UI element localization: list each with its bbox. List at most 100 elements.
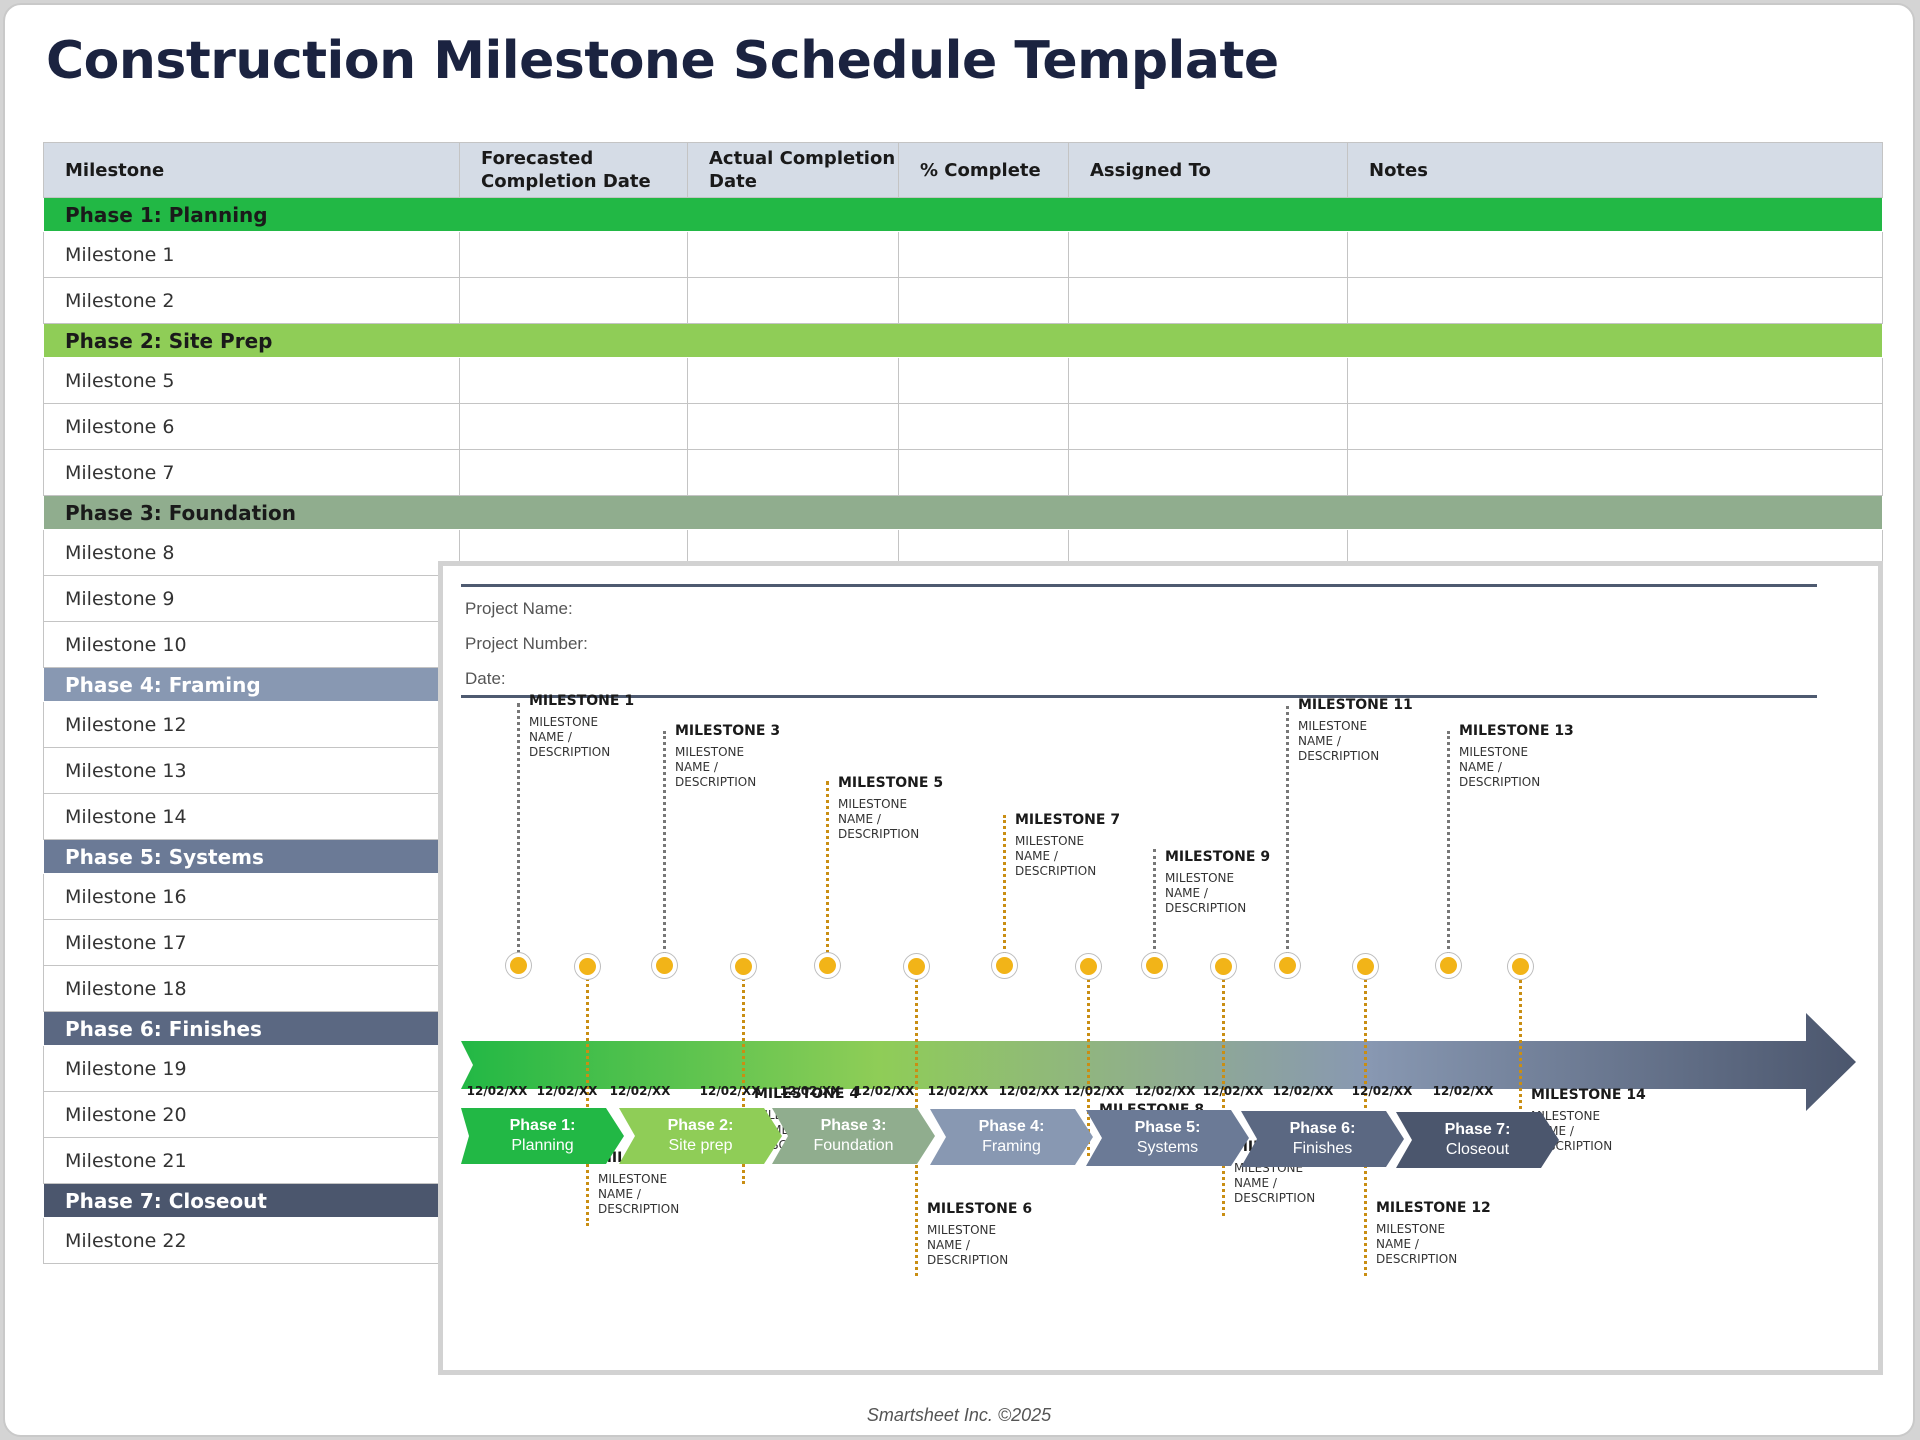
notes-cell[interactable] [1347, 449, 1883, 496]
phase-chevron-number: Phase 6: [1289, 1120, 1356, 1137]
milestone-date: 12/02/XX [1351, 1084, 1413, 1098]
actual-date-cell[interactable] [687, 277, 899, 324]
milestone-cell: Milestone 6 [43, 403, 460, 450]
percent-complete-cell[interactable] [898, 403, 1069, 450]
forecasted-date-cell[interactable] [459, 449, 688, 496]
phase-chevron-name: Foundation [813, 1137, 894, 1154]
milestone-marker [652, 953, 677, 978]
phase-chevron-name: Site prep [668, 1137, 733, 1154]
milestone-description: MILESTONE NAME / DESCRIPTION [529, 715, 611, 759]
actual-date-cell[interactable] [687, 403, 899, 450]
phase-row: Phase 1: Planning [43, 197, 1883, 232]
forecasted-date-cell[interactable] [459, 403, 688, 450]
milestone-connector [517, 703, 520, 973]
phase-chevron: Phase 4:Framing [930, 1109, 1093, 1165]
assigned-to-cell[interactable] [1068, 231, 1348, 278]
percent-complete-cell[interactable] [898, 449, 1069, 496]
milestone-cell: Milestone 19 [43, 1045, 460, 1092]
percent-complete-cell[interactable] [898, 357, 1069, 404]
milestone-cell: Milestone 18 [43, 965, 460, 1012]
phase-chevron-label: Phase 4:Framing [930, 1117, 1093, 1157]
milestone-cell: Milestone 17 [43, 919, 460, 966]
milestone-description: MILESTONE NAME / DESCRIPTION [675, 745, 757, 789]
forecasted-date-cell[interactable] [459, 357, 688, 404]
milestone-connector [1286, 706, 1289, 973]
milestone-timeline-panel: Project Name: Project Number: Date: MILE… [438, 561, 1883, 1375]
actual-date-cell[interactable] [687, 357, 899, 404]
milestone-connector [1153, 849, 1156, 973]
column-header-milestone: Milestone [43, 142, 460, 198]
milestone-cell: Milestone 22 [43, 1217, 460, 1264]
phase-chevron-number: Phase 3: [820, 1117, 887, 1134]
milestone-title: MILESTONE 6 [927, 1201, 1033, 1217]
milestone-date: 12/02/XX [1272, 1084, 1334, 1098]
milestone-date: 12/02/XX [1134, 1084, 1196, 1098]
milestone-connector [663, 731, 666, 973]
phase-label: Phase 3: Foundation [43, 495, 1883, 530]
footer-credit: Smartsheet Inc. ©2025 [866, 1405, 1052, 1425]
milestone-title: MILESTONE 12 [1376, 1200, 1491, 1216]
notes-cell[interactable] [1347, 231, 1883, 278]
forecasted-date-cell[interactable] [459, 277, 688, 324]
milestone-title: MILESTONE 14 [1531, 1087, 1646, 1103]
milestone-marker [506, 953, 531, 978]
phase-chevron-name: Finishes [1292, 1140, 1353, 1157]
assigned-to-cell[interactable] [1068, 357, 1348, 404]
milestone-marker [815, 953, 840, 978]
phase-chevron: Phase 7:Closeout [1396, 1112, 1559, 1168]
notes-cell[interactable] [1347, 277, 1883, 324]
percent-complete-cell[interactable] [898, 231, 1069, 278]
milestone-cell: Milestone 13 [43, 747, 460, 794]
actual-date-cell[interactable] [687, 449, 899, 496]
phase-chevron-name: Closeout [1445, 1141, 1510, 1158]
page-title: Construction Milestone Schedule Template [46, 31, 1279, 91]
milestone-title: MILESTONE 13 [1459, 723, 1574, 739]
milestone-cell: Milestone 20 [43, 1091, 460, 1138]
phase-chevron-number: Phase 5: [1134, 1119, 1201, 1136]
milestone-title: MILESTONE 7 [1015, 812, 1121, 828]
milestone-cell: Milestone 5 [43, 357, 460, 404]
phase-chevron-name: Systems [1136, 1139, 1199, 1156]
milestone-date: 12/02/XX [853, 1084, 915, 1098]
phase-chevron-number: Phase 1: [509, 1117, 576, 1134]
assigned-to-cell[interactable] [1068, 277, 1348, 324]
notes-cell[interactable] [1347, 403, 1883, 450]
milestone-marker [1142, 953, 1167, 978]
project-number-label: Project Number: [465, 634, 588, 653]
column-header-assigned-to: Assigned To [1068, 142, 1348, 198]
milestone-date: 12/02/XX [1432, 1084, 1494, 1098]
phase-chevron-number: Phase 4: [978, 1118, 1045, 1135]
assigned-to-cell[interactable] [1068, 403, 1348, 450]
milestone-date: 12/02/XX [1202, 1084, 1264, 1098]
milestone-connector [1519, 973, 1522, 1158]
milestone-title: MILESTONE 4 [754, 1086, 860, 1102]
table-row: Milestone 2 [43, 277, 1883, 324]
milestone-marker [1508, 954, 1533, 979]
milestone-description: MILESTONE NAME / DESCRIPTION [598, 1172, 680, 1216]
milestone-title: MILESTONE 3 [675, 723, 781, 739]
forecasted-date-cell[interactable] [459, 231, 688, 278]
percent-complete-cell[interactable] [898, 277, 1069, 324]
assigned-to-cell[interactable] [1068, 449, 1348, 496]
milestone-marker [1076, 954, 1101, 979]
milestone-connector [1447, 731, 1450, 973]
notes-cell[interactable] [1347, 357, 1883, 404]
phase-label: Phase 1: Planning [43, 197, 1883, 232]
table-row: Milestone 1 [43, 231, 1883, 278]
milestone-title: MILESTONE 5 [838, 775, 944, 791]
milestone-connector [1087, 973, 1090, 1156]
actual-date-cell[interactable] [687, 231, 899, 278]
milestone-cell: Milestone 12 [43, 701, 460, 748]
milestone-cell: Milestone 9 [43, 575, 460, 622]
phase-chevron-name: Planning [511, 1137, 574, 1154]
milestone-date: 12/02/XX [699, 1084, 761, 1098]
timeline-arrow [461, 1013, 1856, 1111]
phase-chevron-label: Phase 6: Finishes [1241, 1119, 1404, 1159]
milestone-cell: Milestone 1 [43, 231, 460, 278]
milestone-marker [731, 954, 756, 979]
